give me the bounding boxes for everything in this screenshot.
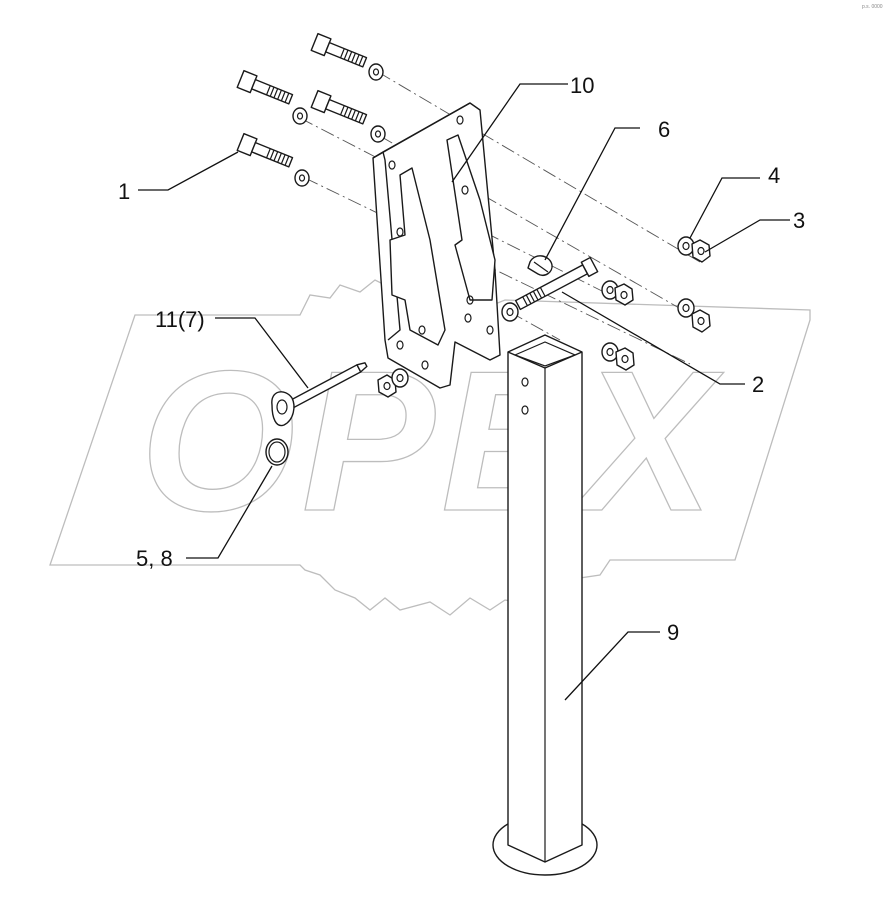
leader-lines xyxy=(138,83,790,701)
callout-10: 10 xyxy=(570,73,594,98)
callout-11-7: 11(7) xyxy=(155,307,205,332)
corner-mark: p.s. 0000 xyxy=(862,4,883,10)
stand-tube xyxy=(492,334,598,876)
callout-5-8: 5, 8 xyxy=(136,546,173,571)
callout-6: 6 xyxy=(658,117,670,142)
callout-1: 1 xyxy=(118,179,130,204)
pin-bolt xyxy=(501,255,599,322)
nuts-washers xyxy=(377,236,711,398)
locking-pin xyxy=(265,362,368,466)
bolts xyxy=(236,32,386,187)
callouts: 1 10 6 4 3 11(7) 2 5, 8 9 xyxy=(118,73,805,645)
callout-2: 2 xyxy=(752,372,764,397)
callout-9: 9 xyxy=(667,620,679,645)
callout-4: 4 xyxy=(768,163,780,188)
callout-3: 3 xyxy=(793,208,805,233)
bracket xyxy=(372,102,501,389)
